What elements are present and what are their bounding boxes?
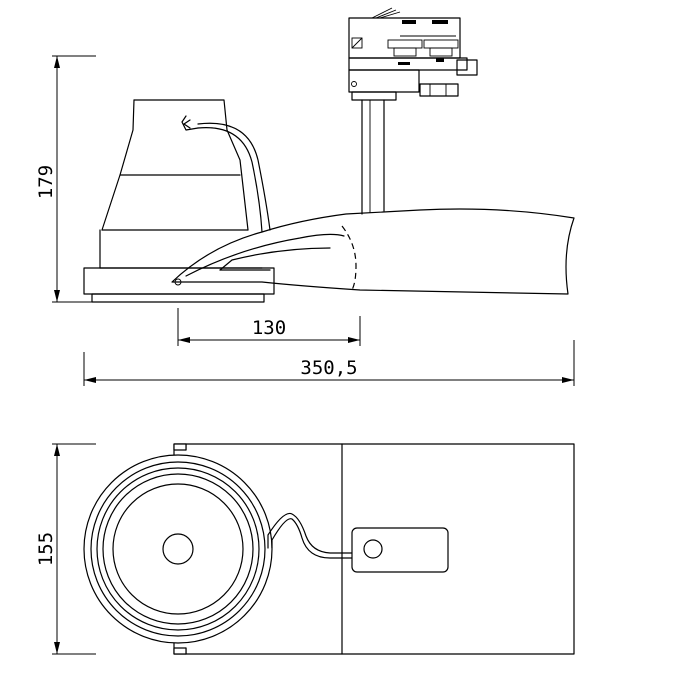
dimension-label-155: 155 [35, 532, 57, 566]
side-view [83, 7, 575, 303]
dimension-height: 179 [35, 55, 96, 303]
top-view-cable [267, 512, 353, 559]
lamp-rings [83, 454, 273, 644]
cable [197, 122, 271, 233]
dimension-label-350-5: 350,5 [300, 357, 357, 379]
support-arm [171, 208, 575, 295]
dimension-label-130: 130 [252, 317, 286, 339]
top-view [83, 443, 575, 655]
dimension-length: 350,5 [83, 340, 575, 386]
dimension-width: 155 [35, 443, 96, 655]
dimension-spacing: 130 [177, 308, 361, 346]
lamp-housing [83, 99, 275, 303]
stem [361, 99, 385, 215]
dimension-label-179: 179 [35, 165, 57, 199]
track-adapter [348, 7, 478, 101]
connector-box [351, 527, 449, 573]
